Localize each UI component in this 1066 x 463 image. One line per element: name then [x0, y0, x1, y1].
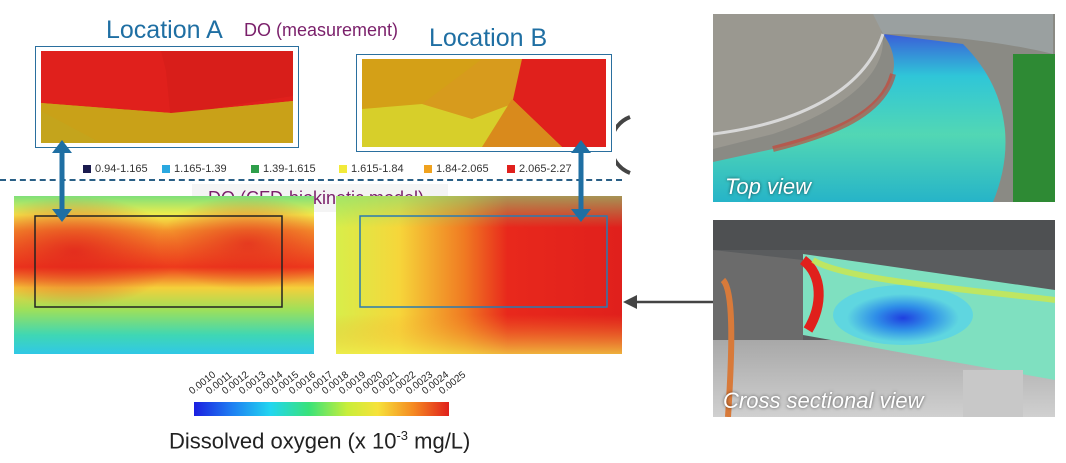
location-b-title: Location B	[429, 24, 548, 52]
legend-swatch	[339, 165, 347, 173]
legend-label: 1.615-1.84	[351, 163, 404, 175]
legend-item: 1.39-1.615	[251, 163, 316, 175]
do-measurement-title: DO (measurement)	[244, 20, 399, 40]
model-a-box	[34, 215, 283, 308]
top-view-photo: Top view	[713, 14, 1055, 202]
partial-circle	[616, 115, 631, 175]
model-b-box	[359, 215, 608, 308]
cross-section-label: Cross sectional view	[723, 388, 924, 413]
legend-swatch	[424, 165, 432, 173]
legend-item: 1.84-2.065	[424, 163, 489, 175]
legend-item: 2.065-2.27	[507, 163, 572, 175]
measurement-b-plot	[362, 59, 606, 147]
cross-section-photo: Cross sectional view	[713, 220, 1055, 417]
legend-item: 1.615-1.84	[339, 163, 404, 175]
legend-swatch	[251, 165, 259, 173]
link-arrow-b	[571, 140, 591, 222]
separator-line	[0, 179, 622, 181]
colorbar-caption: Dissolved oxygen (x 10-3 mg/L)	[169, 428, 471, 454]
measurement-b-frame	[356, 54, 612, 152]
legend-swatch	[162, 165, 170, 173]
link-arrow-a	[52, 140, 72, 222]
measurement-a-plot	[41, 51, 293, 143]
legend-label: 2.065-2.27	[519, 163, 572, 175]
colorbar	[194, 402, 449, 416]
legend-label: 1.39-1.615	[263, 163, 316, 175]
measurement-a-frame	[35, 46, 299, 148]
model-b-plot	[336, 196, 622, 354]
legend-label: 1.84-2.065	[436, 163, 489, 175]
legend-swatch	[507, 165, 515, 173]
model-a-plot	[14, 196, 314, 354]
location-a-title: Location A	[106, 16, 223, 44]
legend-swatch	[83, 165, 91, 173]
legend-item: 0.94-1.165	[83, 163, 148, 175]
legend-label: 1.165-1.39	[174, 163, 227, 175]
legend-label: 0.94-1.165	[95, 163, 148, 175]
legend-item: 1.165-1.39	[162, 163, 227, 175]
top-view-label: Top view	[725, 174, 812, 199]
